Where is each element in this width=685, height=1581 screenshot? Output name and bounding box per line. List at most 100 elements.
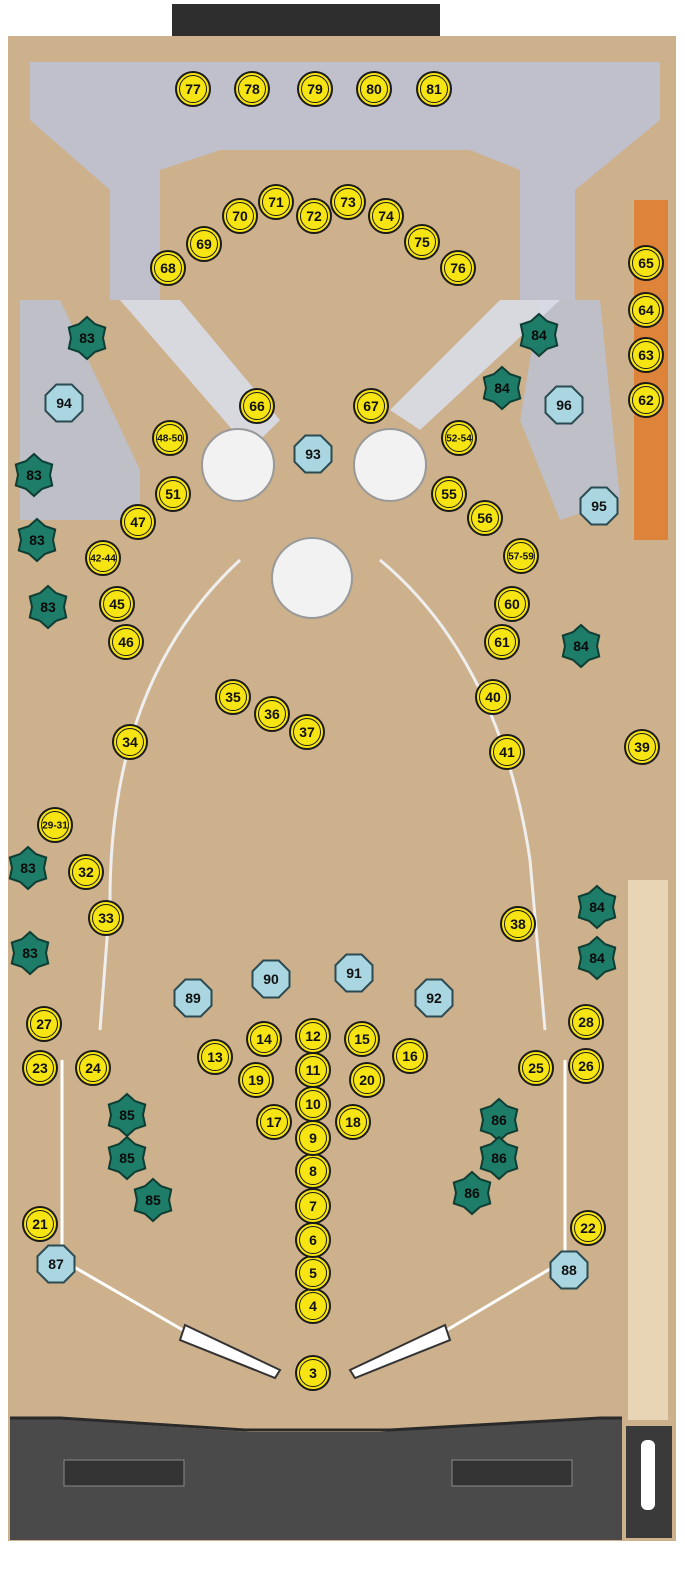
marker-label: 39 <box>634 739 650 755</box>
pop-bumper-right <box>354 429 426 501</box>
marker-label: 80 <box>366 81 382 97</box>
marker-label: 83 <box>22 945 38 961</box>
marker-label: 10 <box>305 1096 321 1112</box>
marker-label: 69 <box>196 236 212 252</box>
lamp-marker: 66 <box>240 389 274 423</box>
lamp-marker: 63 <box>629 338 663 372</box>
marker-label: 84 <box>531 327 547 343</box>
lamp-marker: 46 <box>109 625 143 659</box>
lamp-marker: 40 <box>476 680 510 714</box>
lamp-marker: 18 <box>336 1105 370 1139</box>
marker-label: 96 <box>556 397 572 413</box>
lamp-marker: 26 <box>569 1049 603 1083</box>
marker-label: 68 <box>160 260 176 276</box>
marker-label: 17 <box>266 1114 282 1130</box>
marker-label: 72 <box>306 208 322 224</box>
marker-label: 84 <box>573 638 589 654</box>
marker-label: 71 <box>268 194 284 210</box>
lamp-marker: 68 <box>151 251 185 285</box>
marker-label: 93 <box>305 446 321 462</box>
marker-label: 28 <box>578 1014 594 1030</box>
lamp-marker: 17 <box>257 1105 291 1139</box>
lamp-marker: 6 <box>296 1223 330 1257</box>
lamp-marker: 75 <box>405 225 439 259</box>
lamp-marker: 45 <box>100 587 134 621</box>
marker-label: 83 <box>79 330 95 346</box>
marker-label: 46 <box>118 634 134 650</box>
top-header-bar <box>172 4 440 40</box>
lamp-marker: 57-59 <box>504 539 538 573</box>
marker-label: 8 <box>309 1163 317 1179</box>
marker-label: 64 <box>638 302 654 318</box>
marker-label: 12 <box>305 1028 321 1044</box>
marker-label: 75 <box>414 234 430 250</box>
marker-label: 6 <box>309 1232 317 1248</box>
marker-label: 84 <box>589 950 605 966</box>
lamp-marker: 3 <box>296 1356 330 1390</box>
lamp-marker: 25 <box>519 1051 553 1085</box>
marker-label: 52-54 <box>446 434 472 445</box>
lamp-marker: 20 <box>350 1063 384 1097</box>
switch-marker: 91 <box>336 955 373 992</box>
switch-marker: 95 <box>581 488 618 525</box>
marker-label: 4 <box>309 1298 317 1314</box>
switch-marker: 89 <box>175 980 212 1017</box>
left-apron-card <box>64 1460 184 1486</box>
marker-label: 92 <box>426 990 442 1006</box>
lamp-marker: 27 <box>27 1007 61 1041</box>
marker-label: 78 <box>244 81 260 97</box>
marker-label: 55 <box>441 486 457 502</box>
marker-label: 86 <box>491 1112 507 1128</box>
marker-label: 63 <box>638 347 654 363</box>
lamp-marker: 61 <box>485 625 519 659</box>
marker-label: 14 <box>256 1031 272 1047</box>
lamp-marker: 7 <box>296 1189 330 1223</box>
lamp-marker: 16 <box>393 1039 427 1073</box>
lamp-marker: 41 <box>490 735 524 769</box>
lamp-marker: 56 <box>468 501 502 535</box>
marker-label: 42-44 <box>90 554 116 565</box>
lamp-marker: 38 <box>501 907 535 941</box>
marker-label: 67 <box>363 398 379 414</box>
lamp-marker: 33 <box>89 901 123 935</box>
marker-label: 60 <box>504 596 520 612</box>
lamp-marker: 39 <box>625 730 659 764</box>
lamp-marker: 19 <box>239 1063 273 1097</box>
marker-label: 22 <box>580 1220 596 1236</box>
marker-label: 84 <box>589 899 605 915</box>
marker-label: 25 <box>528 1060 544 1076</box>
lamp-marker: 32 <box>69 855 103 889</box>
marker-label: 83 <box>20 860 36 876</box>
lamp-marker: 42-44 <box>86 541 120 575</box>
marker-label: 29-31 <box>42 821 68 832</box>
switch-marker: 87 <box>38 1246 75 1283</box>
lamp-marker: 34 <box>113 725 147 759</box>
marker-label: 84 <box>494 380 510 396</box>
plunger-window <box>641 1440 655 1510</box>
marker-label: 40 <box>485 689 501 705</box>
marker-label: 37 <box>299 724 315 740</box>
lamp-marker: 29-31 <box>38 808 72 842</box>
marker-label: 47 <box>130 514 146 530</box>
lamp-marker: 48-50 <box>153 421 187 455</box>
switch-marker: 93 <box>295 436 332 473</box>
marker-label: 45 <box>109 596 125 612</box>
lamp-marker: 15 <box>345 1022 379 1056</box>
marker-label: 83 <box>26 467 42 483</box>
lamp-marker: 80 <box>357 72 391 106</box>
lamp-marker: 10 <box>296 1087 330 1121</box>
marker-label: 65 <box>638 255 654 271</box>
marker-label: 87 <box>48 1256 64 1272</box>
marker-label: 76 <box>450 260 466 276</box>
marker-label: 35 <box>225 689 241 705</box>
marker-label: 74 <box>378 208 394 224</box>
lamp-marker: 62 <box>629 383 663 417</box>
marker-label: 56 <box>477 510 493 526</box>
marker-label: 85 <box>119 1150 135 1166</box>
marker-label: 94 <box>56 395 72 411</box>
lamp-marker: 14 <box>247 1022 281 1056</box>
marker-label: 86 <box>491 1150 507 1166</box>
marker-label: 41 <box>499 744 515 760</box>
shooter-lane <box>628 880 668 1420</box>
